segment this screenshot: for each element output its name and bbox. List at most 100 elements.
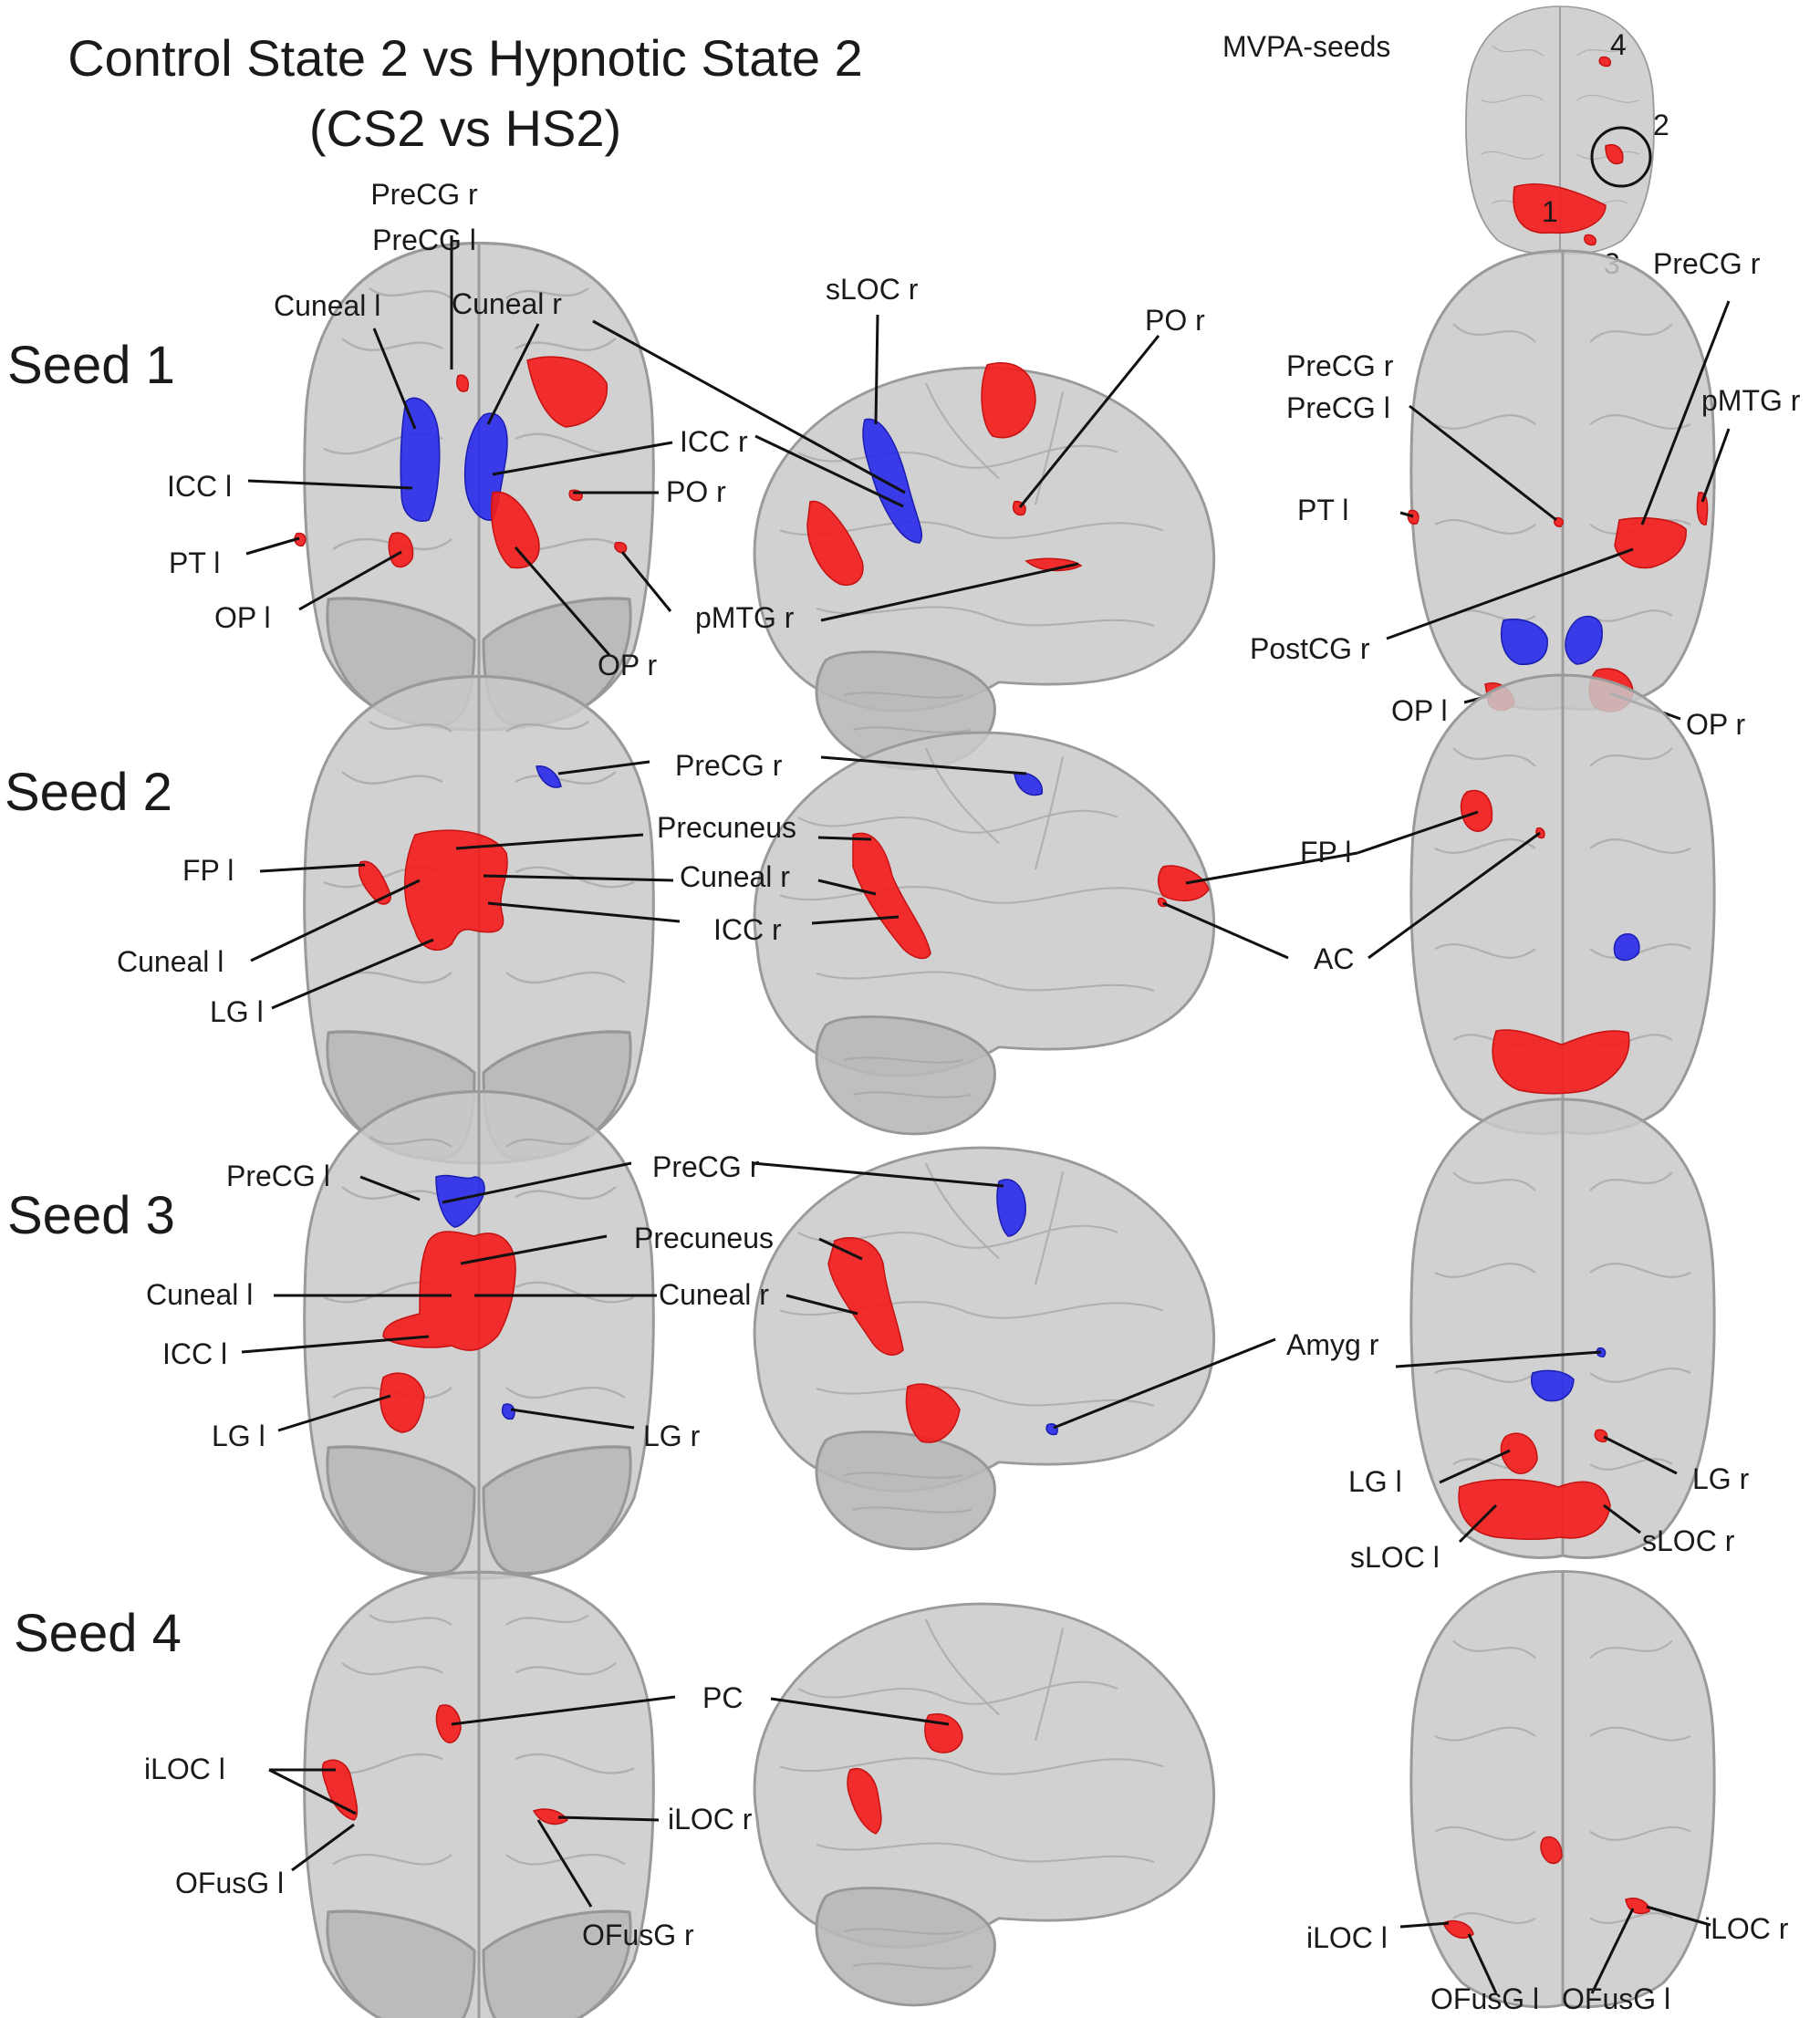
region-label: OP l (214, 601, 271, 634)
region-label: sLOC l (1350, 1541, 1440, 1574)
region-label: PreCG r (370, 178, 478, 211)
leader-line (241, 1335, 430, 1354)
region-label: ICC l (167, 470, 232, 503)
leader-line (268, 1768, 357, 1815)
region-label: PostCG r (1250, 632, 1370, 665)
region-label: iLOC r (668, 1803, 753, 1836)
region-label: OFusG r (582, 1919, 694, 1951)
leader-line (536, 1819, 593, 1908)
region-label: iLOC l (1306, 1921, 1388, 1954)
seed1-cor-blob (490, 491, 540, 569)
leader-line (1399, 1921, 1450, 1929)
leader-line (1357, 810, 1479, 855)
region-label: LG r (1692, 1462, 1750, 1495)
seed1-sag-blob (981, 361, 1036, 439)
region-label: ICC r (680, 425, 748, 458)
seed3-axi-blob (1594, 1429, 1608, 1443)
leader-line (1458, 1503, 1498, 1544)
region-label: OFusG l (1430, 1982, 1539, 2015)
mvpa-seeds-label: MVPA-seeds (1222, 30, 1390, 63)
seed2-cor-blob (404, 829, 508, 951)
leader-line (1395, 1350, 1602, 1368)
leader-line (557, 760, 650, 775)
seed-4-label: Seed 4 (14, 1604, 182, 1663)
leader-line (1399, 511, 1414, 518)
seed1-sag-blob (1024, 557, 1083, 572)
leader-line (1603, 1503, 1641, 1534)
seed-number-2: 2 (1653, 109, 1669, 141)
region-label: PT l (169, 546, 220, 579)
leader-line (592, 319, 906, 494)
leader-line (1646, 1905, 1711, 1927)
seed2-cor-blob (536, 765, 562, 788)
seed1-axi-blob (1500, 619, 1548, 665)
region-label: sLOC r (1642, 1524, 1735, 1557)
region-label: OFusG l (1562, 1982, 1670, 2015)
seed4-axi-blob (1540, 1836, 1563, 1865)
region-label: PreCG r (1653, 247, 1761, 280)
seed3-cor-blob (380, 1372, 425, 1433)
seed3-sag-blob (905, 1383, 961, 1443)
region-label: OP r (1686, 708, 1746, 741)
leader-line (451, 1695, 676, 1726)
seed4-cor-blob (321, 1759, 359, 1821)
seed1-axi-blob (1614, 516, 1687, 569)
leader-line (1700, 428, 1731, 503)
leader-line (259, 863, 366, 873)
seed1-blob (1513, 183, 1607, 234)
region-label: Cuneal l (274, 289, 380, 322)
leader-line (1640, 300, 1731, 525)
seed1-cor-blob (456, 374, 469, 392)
region-label: PO r (1145, 304, 1205, 337)
leader-line (817, 836, 872, 841)
leader-line (820, 755, 1027, 775)
region-label: LG l (210, 995, 264, 1028)
region-label: Amyg r (1286, 1328, 1379, 1361)
figure-title-line2: (CS2 vs HS2) (309, 99, 621, 157)
region-label: pMTG r (695, 601, 795, 634)
region-label: LG l (1348, 1465, 1402, 1498)
region-label: LG l (212, 1420, 265, 1452)
seed3-axi-blob (1458, 1479, 1611, 1540)
leader-line (510, 1408, 635, 1430)
leader-line (752, 1161, 1004, 1188)
seed2-axi-blob (1613, 933, 1640, 962)
region-label: PreCG l (1286, 391, 1390, 424)
leader-line (271, 938, 434, 1010)
leader-line (245, 536, 300, 556)
seed3-axi-blob (1531, 1369, 1575, 1402)
region-label: Cuneal r (452, 287, 562, 320)
seed-2-label: Seed 2 (5, 763, 172, 822)
seed3-sag-blob (996, 1179, 1026, 1237)
leader-line (1439, 1449, 1511, 1484)
seed-1-row: Seed 1 (7, 178, 1801, 771)
leader-line (460, 1234, 608, 1265)
leader-line (298, 550, 402, 611)
seed3-cor-blob (435, 1174, 485, 1228)
leader-line (820, 562, 1079, 622)
region-label: Cuneal r (680, 860, 790, 893)
leader-line (817, 879, 877, 896)
leader-line (1018, 335, 1160, 508)
leader-line (874, 314, 879, 425)
seed1-cor-blob (388, 532, 414, 568)
region-label: PO r (666, 475, 726, 508)
leader-line (455, 833, 644, 850)
leader-line (1409, 404, 1557, 522)
seed4-axi-blob (1441, 1919, 1474, 1939)
seed-number-1: 1 (1542, 195, 1558, 228)
leader-line (486, 323, 540, 425)
region-label: PC (702, 1681, 743, 1714)
leader-line (557, 1815, 660, 1822)
seed1-cor-blob (526, 356, 608, 428)
leader-line (277, 1394, 391, 1432)
leader-line (372, 328, 417, 430)
region-label: Cuneal l (146, 1278, 253, 1311)
region-label: iLOC r (1704, 1912, 1789, 1945)
leader-line (492, 441, 673, 476)
seed-3-row: Seed 3 PreCG l PreCG r (7, 1089, 1750, 1580)
region-label: PreCG r (1286, 349, 1394, 382)
seed3-blob (1584, 234, 1596, 246)
region-label: OP l (1391, 694, 1448, 727)
